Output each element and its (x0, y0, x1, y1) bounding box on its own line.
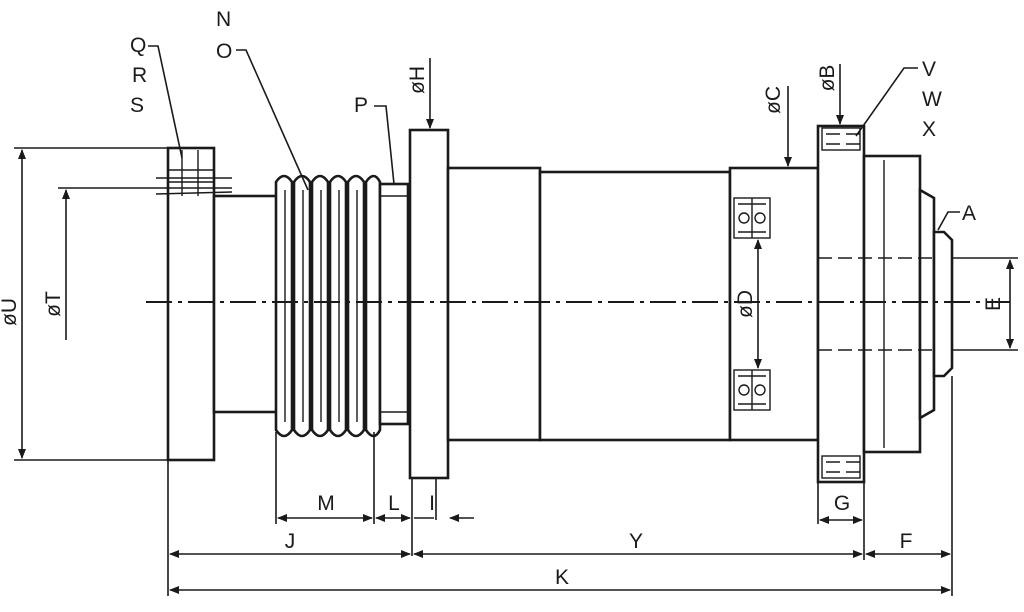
front-head (862, 154, 922, 454)
label-p: P (354, 94, 368, 117)
clamp-ring (378, 182, 410, 426)
extension-lines (167, 376, 953, 596)
dim-c: øC (762, 86, 792, 167)
leader-p: P (354, 94, 395, 185)
label-q: Q (130, 34, 146, 57)
dim-j: J (169, 530, 411, 558)
bellows (274, 174, 382, 438)
dim-d: øD (734, 239, 762, 369)
label-phi-d: øD (734, 290, 757, 318)
label-v: V (922, 58, 936, 81)
label-phi-u: øU (0, 298, 21, 326)
rear-end-cap (166, 146, 216, 462)
dim-l: L (375, 492, 411, 522)
label-phi-h: øH (406, 66, 429, 94)
label-n: N (216, 8, 231, 31)
cylinder-body (155, 124, 954, 484)
label-f: F (900, 530, 913, 553)
bearing-bottom (733, 369, 771, 411)
label-a: A (962, 202, 976, 225)
dim-h: øH (406, 58, 434, 129)
leader-qrs: Q R S (130, 34, 183, 159)
label-phi-t: øT (42, 291, 65, 317)
head-chamfer (918, 187, 936, 421)
dim-u: øU (0, 147, 168, 461)
label-r: R (132, 64, 147, 87)
dim-k: K (169, 566, 951, 594)
label-s: S (130, 94, 144, 117)
label-o: O (216, 40, 232, 63)
label-j: J (285, 530, 296, 553)
flange-bolt-top (821, 127, 861, 151)
output-flange (816, 124, 866, 484)
dim-t: øT (42, 187, 232, 340)
output-shaft (932, 230, 954, 378)
leader-a: A (937, 202, 976, 231)
dim-y: Y (413, 530, 863, 558)
label-k: K (555, 566, 569, 589)
rod-section (212, 194, 282, 414)
label-w: W (922, 88, 942, 111)
label-e: E (982, 297, 1005, 311)
label-g: G (834, 492, 850, 515)
dim-g: G (819, 492, 863, 524)
front-flange (408, 128, 450, 480)
label-phi-b: øB (816, 65, 839, 92)
dim-b: øB (816, 64, 844, 125)
dim-e: E (952, 257, 1018, 351)
bearing-top (733, 197, 771, 239)
dim-m: M (277, 492, 373, 522)
label-x: X (922, 118, 936, 141)
barrel-middle (538, 170, 732, 442)
barrel-front (446, 166, 542, 442)
rear-port-lines (155, 177, 233, 195)
dim-f: F (865, 530, 951, 558)
leader-vwx: V W X (855, 58, 942, 141)
label-l: L (388, 492, 400, 515)
label-y: Y (629, 530, 643, 553)
label-m: M (317, 492, 335, 515)
dim-i: I (414, 492, 474, 522)
leader-no: N O (216, 8, 309, 191)
label-i: I (429, 492, 435, 515)
label-phi-c: øC (762, 86, 785, 114)
flange-bolt-bottom (821, 455, 861, 479)
